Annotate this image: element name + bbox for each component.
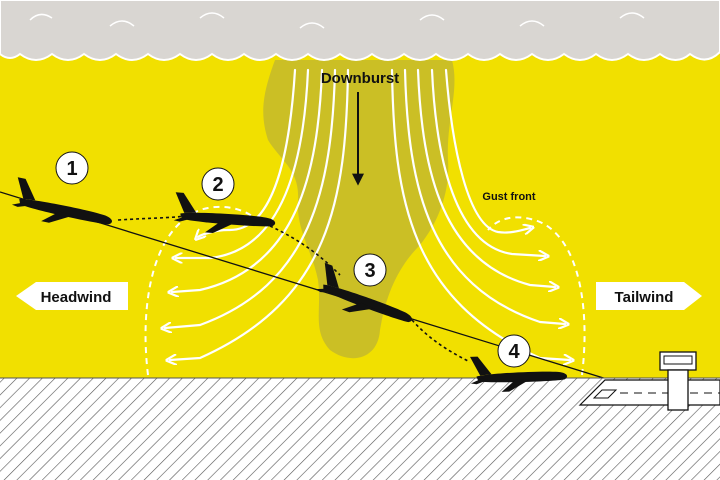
gust-front-label: Gust front [482, 191, 535, 203]
gust-front-outline [144, 205, 586, 376]
stage-number: 4 [508, 341, 520, 363]
tailwind-arrow: Tailwind [596, 282, 702, 310]
stage-marker-3: 3 [353, 253, 387, 287]
headwind-label: Headwind [41, 289, 112, 306]
stage-number: 1 [66, 158, 77, 180]
downburst-label: Downburst [321, 70, 399, 87]
storm-cloud [0, 0, 720, 61]
stage-marker-2: 2 [201, 167, 235, 201]
headwind-arrow: Headwind [16, 282, 128, 310]
downburst-rain-shaft [263, 60, 455, 359]
stage-number: 3 [364, 260, 375, 282]
stage-number: 2 [212, 174, 223, 196]
stage-marker-1: 1 [55, 151, 89, 185]
actual-flight-path [117, 215, 471, 363]
control-tower-icon [659, 351, 697, 411]
downburst-wind-lines [165, 68, 570, 360]
stage-marker-4: 4 [497, 334, 531, 368]
tailwind-label: Tailwind [615, 289, 674, 306]
runway-icon [578, 379, 720, 406]
